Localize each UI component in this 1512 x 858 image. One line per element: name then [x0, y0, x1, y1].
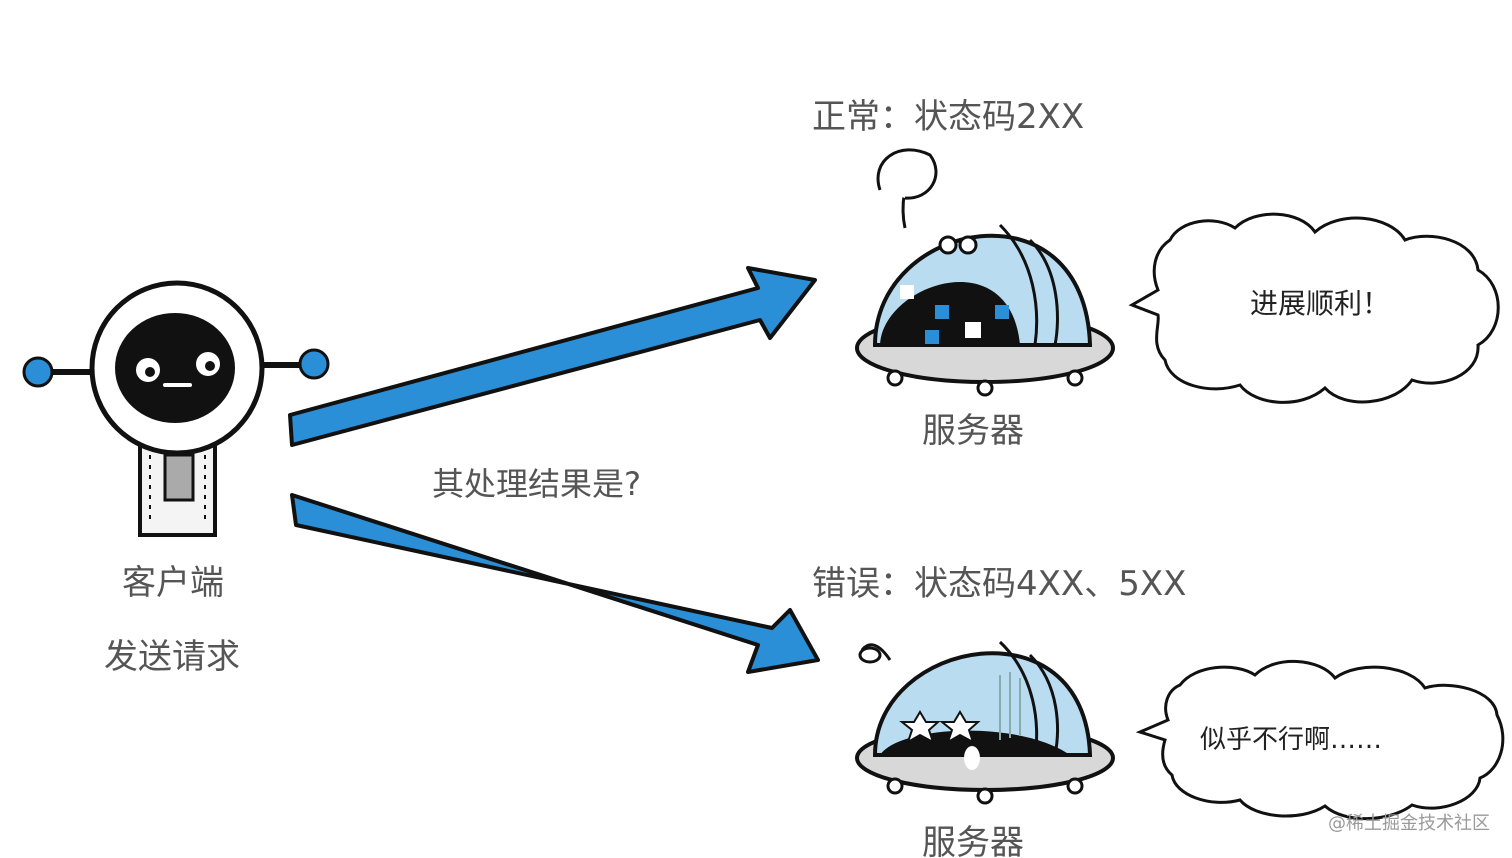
speech-bubble-success: [1128, 212, 1500, 404]
server-success: [855, 148, 1115, 397]
error-status-label: 错误：状态码4XX、5XX: [812, 564, 1187, 604]
client-action: 发送请求: [104, 637, 240, 677]
client-robot: [22, 280, 330, 537]
watermark: @稀土掘金技术社区: [1328, 813, 1490, 834]
client-title: 客户端: [122, 563, 224, 603]
server-label-error: 服务器: [922, 823, 1024, 858]
question-label: 其处理结果是?: [432, 465, 641, 503]
arrow-to-error: [290, 493, 820, 674]
server-error: [855, 640, 1115, 805]
success-speech-text: 进展顺利！: [1250, 287, 1391, 320]
client-panel: [163, 453, 195, 502]
success-status-label: 正常：状态码2XX: [812, 97, 1085, 137]
client-right-ball: [298, 348, 330, 380]
server-label-success: 服务器: [922, 411, 1024, 451]
client-face: [115, 313, 235, 423]
error-speech-text: 似乎不行啊……: [1200, 725, 1383, 755]
speech-bubble-error: [1135, 660, 1505, 821]
arrow-to-success: [288, 266, 817, 447]
client-left-ball: [22, 356, 54, 388]
